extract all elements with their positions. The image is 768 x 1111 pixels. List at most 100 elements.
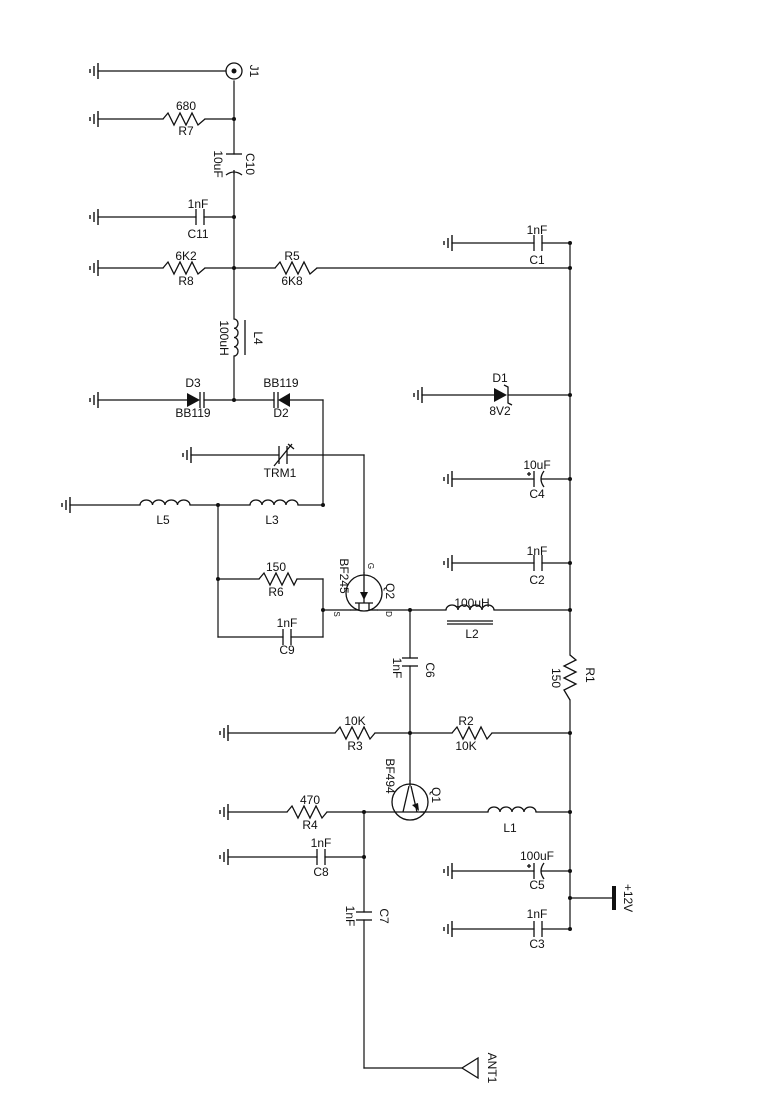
r1-resistor-icon	[562, 654, 578, 701]
ground-icon	[182, 446, 192, 464]
c3-ref: C3	[529, 937, 545, 951]
l2-ref: L2	[465, 627, 479, 641]
r5-value: 6K8	[281, 274, 303, 288]
j1-ref: J1	[247, 65, 261, 78]
ground-icon	[89, 391, 99, 409]
c7-capacitor-icon	[356, 911, 372, 921]
c5-ref: C5	[529, 878, 545, 892]
d1-zener-diode-icon	[494, 384, 513, 406]
c10-ref: C10	[243, 153, 257, 175]
c7-ref: C7	[377, 908, 391, 924]
c4-ref: C4	[529, 487, 545, 501]
q2-jfet-icon	[345, 572, 383, 612]
r5-ref: R5	[284, 249, 300, 263]
d1-ref: D1	[492, 371, 508, 385]
r1-ref: R1	[583, 667, 597, 683]
r2-resistor-icon	[451, 725, 493, 741]
r6-ref: R6	[268, 585, 284, 599]
q2-value: BF245	[337, 558, 351, 594]
c11-capacitor-icon	[195, 209, 205, 225]
l2-inductor-icon	[445, 604, 495, 625]
ground-icon	[89, 62, 99, 80]
c8-ref: C8	[313, 865, 329, 879]
c5-value: 100uF	[520, 849, 554, 863]
r4-value: 470	[300, 793, 320, 807]
d3-ref: D3	[185, 376, 201, 390]
trm1-trimmer-capacitor-icon	[273, 443, 295, 467]
c4-capacitor-icon	[527, 470, 545, 488]
r3-ref: R3	[347, 739, 363, 753]
c1-capacitor-icon	[533, 235, 543, 251]
r7-resistor-icon	[162, 111, 206, 127]
l5-inductor-icon	[139, 499, 191, 506]
l4-value: 100uH	[217, 320, 231, 355]
ground-icon	[413, 386, 423, 404]
ground-icon	[219, 803, 229, 821]
l4-ref: L4	[251, 331, 265, 345]
q2-ref: Q2	[383, 583, 397, 599]
r3-resistor-icon	[334, 725, 376, 741]
d1-value: 8V2	[489, 404, 511, 418]
q2-pin-g: G	[366, 563, 375, 569]
c8-capacitor-icon	[316, 849, 326, 865]
l3-ref: L3	[265, 513, 279, 527]
l5-ref: L5	[156, 513, 170, 527]
d3-value: BB119	[175, 406, 210, 420]
c6-ref: C6	[423, 662, 437, 678]
ground-icon	[443, 862, 453, 880]
supply-voltage-label: +12V	[621, 884, 635, 912]
c10-value: 10uF	[211, 150, 225, 177]
d2-value: BB119	[263, 376, 298, 390]
r6-value: 150	[266, 560, 286, 574]
ground-icon	[443, 234, 453, 252]
r5-resistor-icon	[274, 260, 318, 276]
c6-value: 1nF	[390, 658, 404, 679]
q1-ref: Q1	[429, 787, 443, 803]
c3-capacitor-icon	[533, 921, 543, 937]
c1-ref: C1	[529, 253, 545, 267]
l1-inductor-icon	[487, 806, 537, 813]
l3-inductor-icon	[249, 499, 299, 506]
c8-value: 1nF	[311, 836, 332, 850]
c4-value: 10uF	[523, 458, 550, 472]
d3-varicap-diode-icon	[187, 392, 205, 408]
c10-capacitor-icon	[225, 153, 243, 176]
junction-dots	[216, 117, 572, 931]
c2-value: 1nF	[527, 544, 548, 558]
l1-ref: L1	[503, 821, 517, 835]
r8-resistor-icon	[162, 260, 206, 276]
ground-icon	[443, 470, 453, 488]
d2-ref: D2	[273, 406, 289, 420]
c9-value: 1nF	[277, 616, 298, 630]
r8-ref: R8	[178, 274, 194, 288]
c9-ref: C9	[279, 643, 295, 657]
q2-pin-s: S	[332, 611, 341, 616]
ground-icon	[219, 848, 229, 866]
c3-value: 1nF	[527, 907, 548, 921]
q2-pin-d: D	[384, 611, 393, 617]
r8-value: 6K2	[175, 249, 197, 263]
c11-ref: C11	[187, 227, 208, 241]
ground-icon	[89, 208, 99, 226]
q1-value: BF494	[383, 758, 397, 794]
r4-ref: R4	[302, 818, 318, 832]
component-labels: J1 680 R7 10uF C10 1nF C11 6K2 R8 R5 6K8…	[156, 65, 635, 1084]
ground-icon	[219, 724, 229, 742]
ground-icon	[89, 110, 99, 128]
c2-capacitor-icon	[533, 555, 543, 571]
ground-icon	[61, 496, 71, 514]
r6-resistor-icon	[258, 571, 298, 587]
c1-value: 1nF	[527, 223, 548, 237]
r4-resistor-icon	[286, 804, 328, 820]
r7-value: 680	[176, 99, 196, 113]
trm1-ref: TRM1	[264, 466, 297, 480]
c7-value: 1nF	[343, 906, 357, 927]
supply-terminal-icon	[612, 886, 616, 910]
wires	[69, 70, 615, 1069]
ground-icon	[443, 920, 453, 938]
l4-inductor-icon	[233, 318, 246, 357]
ground-icon	[443, 554, 453, 572]
ground-icon	[89, 259, 99, 277]
q1-npn-transistor-icon	[391, 780, 429, 821]
c9-capacitor-icon	[282, 629, 292, 645]
